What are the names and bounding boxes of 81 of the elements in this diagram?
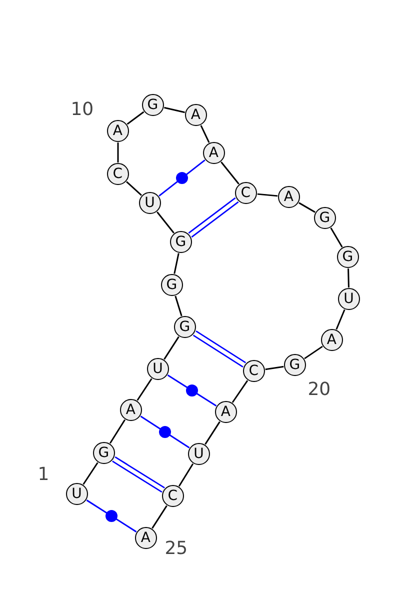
nucleotide-circle xyxy=(234,182,257,204)
backbone-line xyxy=(152,505,168,529)
nucleotide-circle xyxy=(202,142,225,164)
base-letter: G xyxy=(98,446,110,460)
backbone-line xyxy=(265,366,284,370)
base-letter: A xyxy=(190,108,200,122)
base-letter: A xyxy=(326,332,336,347)
base-letter: G xyxy=(289,358,300,372)
base-letter: U xyxy=(194,446,204,461)
backbone-line xyxy=(164,336,180,360)
backbone-line xyxy=(117,142,119,162)
base-pair-line xyxy=(167,374,217,406)
base-letter: C xyxy=(240,186,251,200)
position-number: 20 xyxy=(308,380,331,399)
position-number: 10 xyxy=(70,100,94,119)
backbone-line xyxy=(126,111,144,125)
nucleotide-circle xyxy=(106,162,129,185)
backbone-line xyxy=(156,212,174,234)
position-number: 1 xyxy=(38,466,50,484)
backbone-line xyxy=(174,296,182,316)
nucleotide-circle xyxy=(338,288,360,310)
nucleotide-circle xyxy=(138,192,161,214)
backbone-line xyxy=(164,106,185,114)
nucleotide-circle xyxy=(92,442,115,464)
base-letter: G xyxy=(147,98,158,112)
nucleotide-circle xyxy=(142,94,164,116)
backbone-line xyxy=(330,228,343,248)
base-letter: A xyxy=(208,146,218,160)
base-letter: G xyxy=(342,250,354,264)
base-pair-line xyxy=(192,330,246,368)
base-letter: C xyxy=(248,364,259,378)
base-pair-line xyxy=(188,197,239,238)
nucleotide-circle xyxy=(170,230,192,253)
backbone-line xyxy=(304,346,323,360)
base-letter: A xyxy=(220,404,230,419)
backbone-line xyxy=(298,202,316,213)
base-pair-line xyxy=(86,500,137,532)
backbone-line xyxy=(257,193,278,197)
nucleotide-circle xyxy=(278,186,300,208)
backbone-line xyxy=(200,125,210,143)
backbone-line xyxy=(232,380,248,403)
backbone-line xyxy=(220,162,240,184)
backbone-line xyxy=(348,268,350,288)
position-number: 25 xyxy=(164,540,188,558)
backbone-line xyxy=(136,378,152,401)
base-letter: A xyxy=(284,190,294,204)
base-letter: C xyxy=(112,166,123,181)
nucleotide-circle xyxy=(314,206,336,229)
base-letter: G xyxy=(319,210,330,225)
base-pair-line xyxy=(158,159,206,197)
nucleotide-circle xyxy=(336,246,359,268)
base-letter: G xyxy=(175,234,186,249)
nucleotide-circle xyxy=(188,442,210,465)
nucleotide-circle xyxy=(174,316,196,338)
base-pair-line xyxy=(140,416,190,448)
base-pair-line xyxy=(112,456,165,493)
nucleotide-circle xyxy=(242,360,265,382)
base-letter: U xyxy=(72,486,82,501)
nucleotide-circle xyxy=(184,104,207,126)
backbone-line xyxy=(174,253,180,274)
backbone-line xyxy=(126,181,142,196)
base-letter: G xyxy=(179,320,190,334)
base-letter: A xyxy=(140,530,150,545)
nucleotide-circle xyxy=(120,398,142,421)
nucleotide-circle xyxy=(146,358,169,380)
backbone-line xyxy=(336,309,346,330)
nucleotide-circle xyxy=(160,274,183,296)
backbone-line xyxy=(178,463,194,487)
base-letter: A xyxy=(112,124,122,138)
base-letter: C xyxy=(168,488,178,503)
nucleotide-circle xyxy=(162,484,184,507)
backbone-line xyxy=(204,421,220,445)
base-letter: U xyxy=(344,292,354,306)
nucleotide-circle xyxy=(320,328,343,351)
nucleotide-circle xyxy=(214,400,237,423)
backbone-line xyxy=(109,419,126,444)
base-letter: G xyxy=(166,278,178,292)
backbone-line xyxy=(82,462,98,485)
base-letter: A xyxy=(126,402,136,417)
base-letter: U xyxy=(152,362,163,376)
base-letter: U xyxy=(144,196,155,210)
